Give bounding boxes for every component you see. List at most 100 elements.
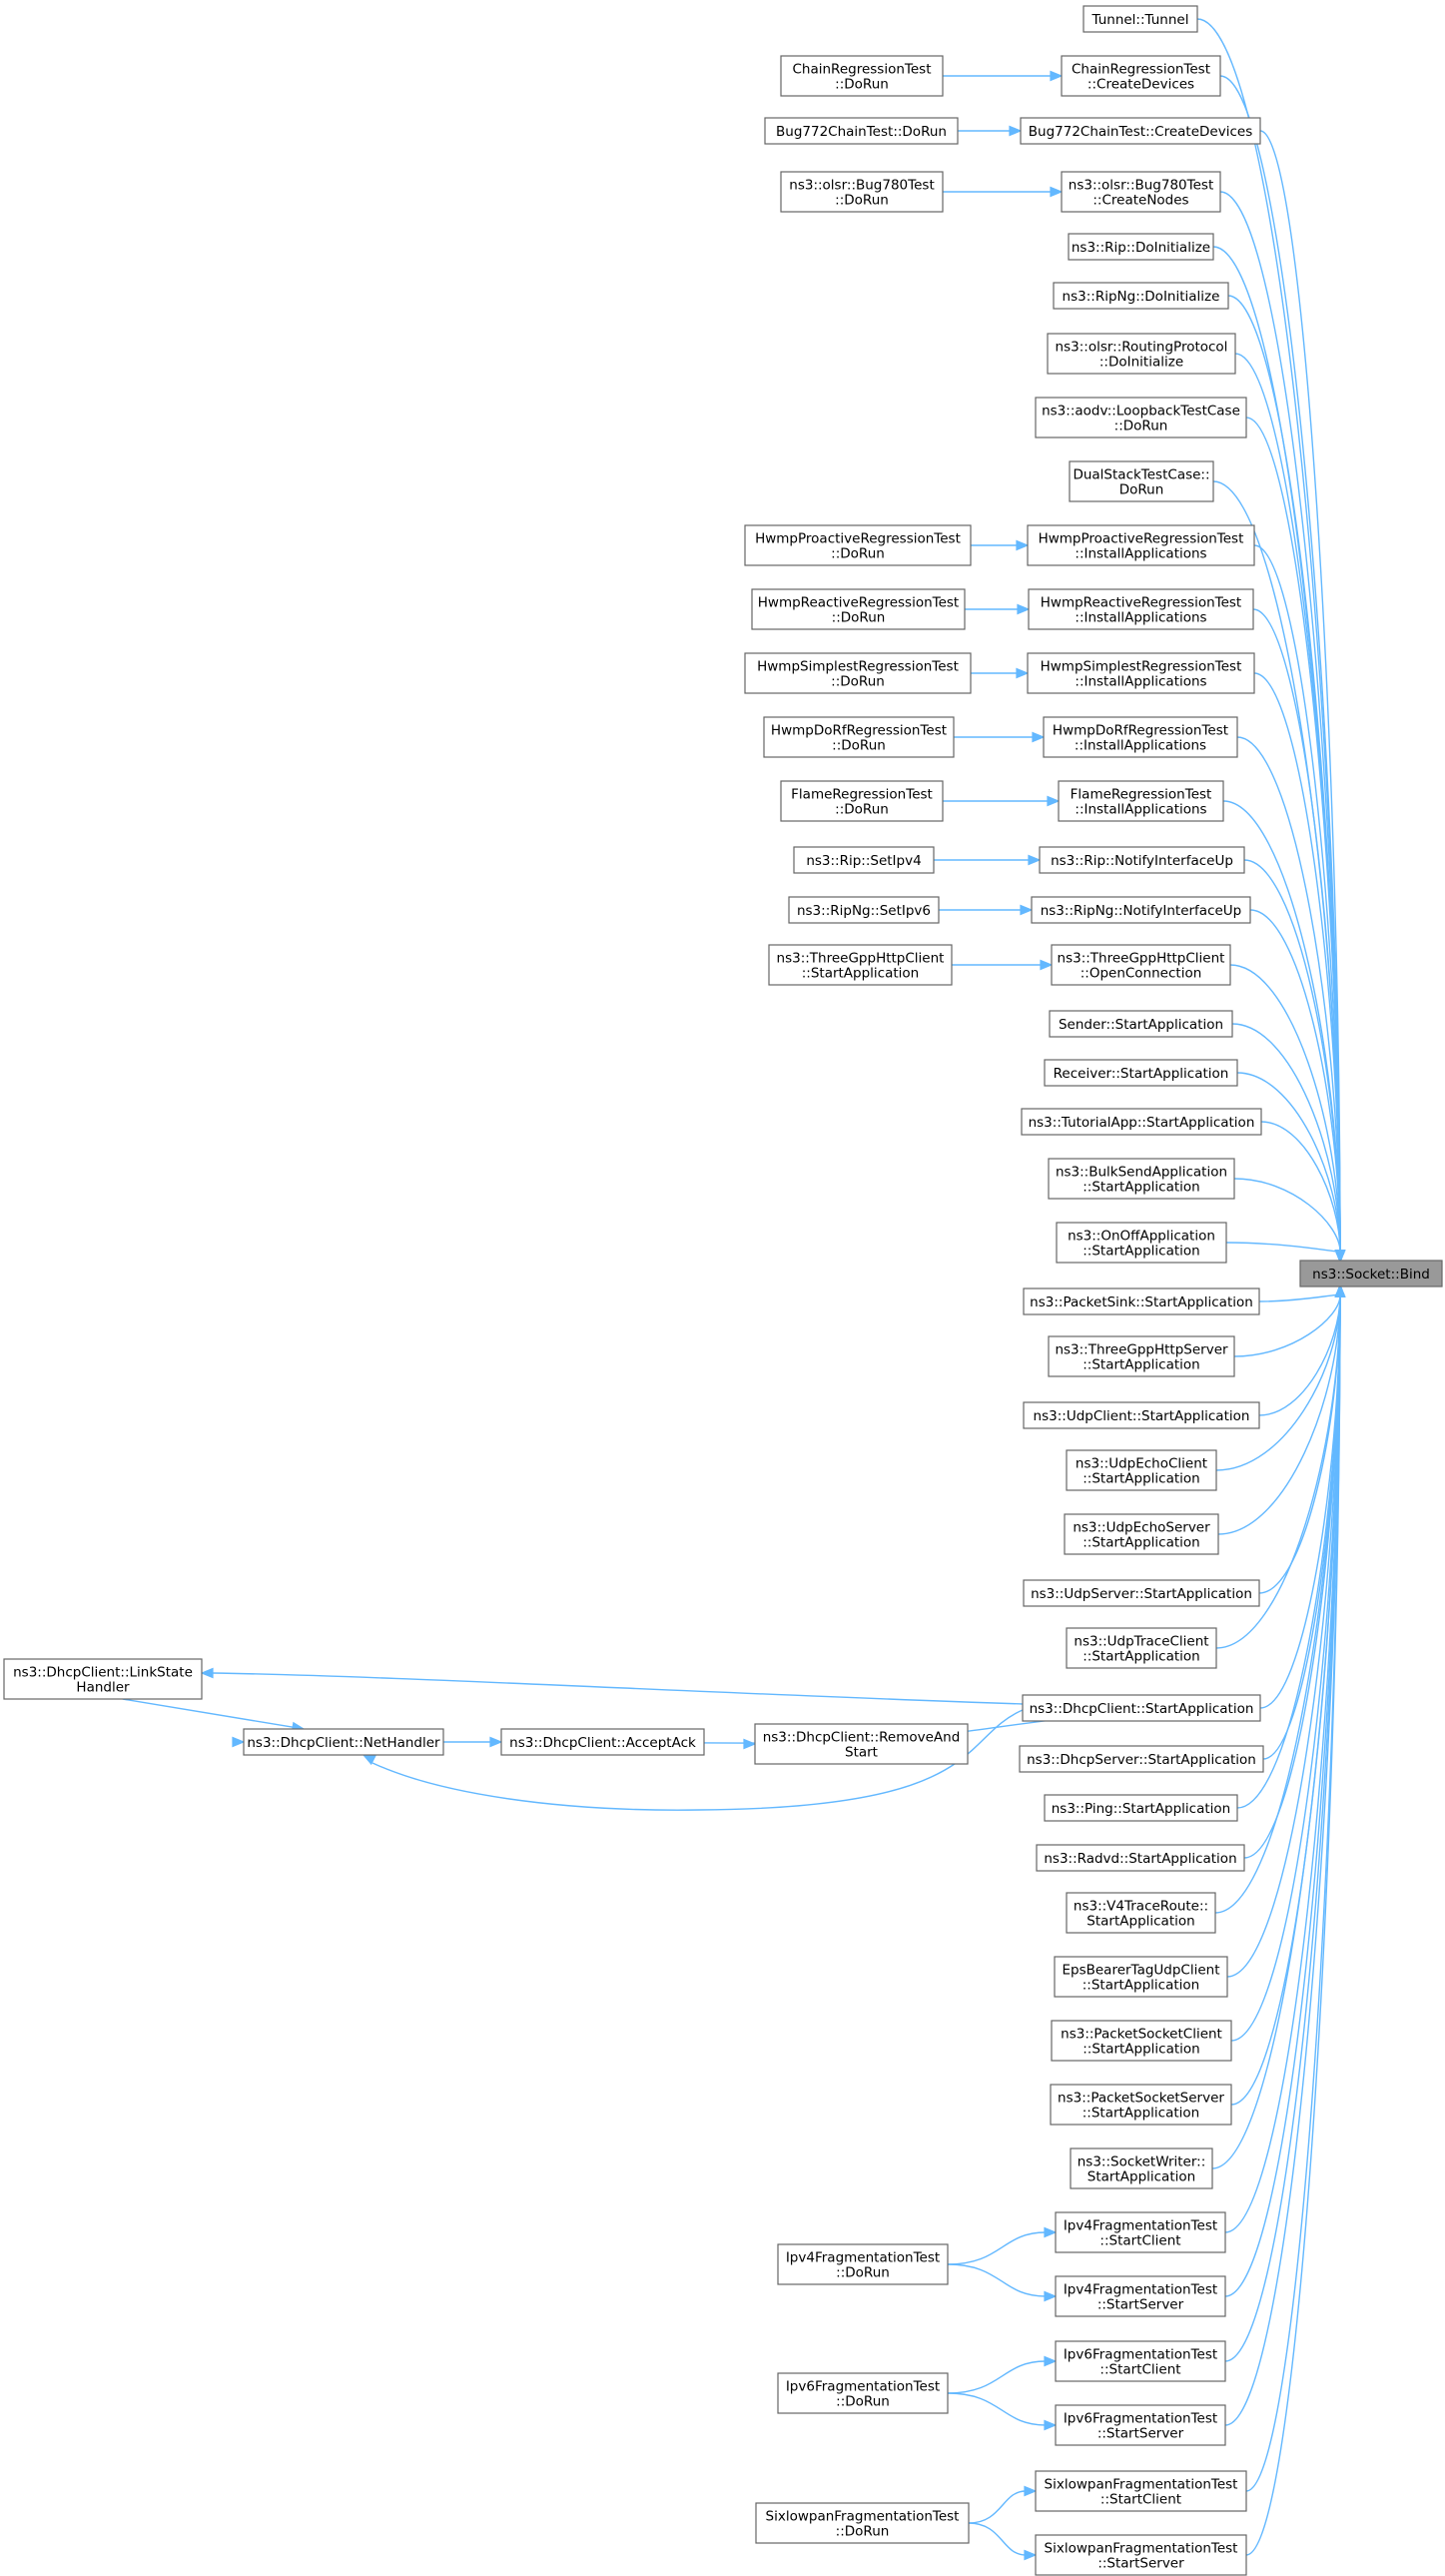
node-chain-cd[interactable]: ChainRegressionTest::CreateDevices <box>1061 55 1221 97</box>
node-ripng-niu[interactable]: ns3::RipNg::NotifyInterfaceUp <box>1031 896 1251 924</box>
node-rip-init[interactable]: ns3::Rip::DoInitialize <box>1068 233 1214 261</box>
node-box <box>1048 1335 1235 1377</box>
node-label: ns3::RipNg::DoInitialize <box>1063 289 1220 305</box>
node-hwmp-sim-ia[interactable]: HwmpSimplestRegressionTest::InstallAppli… <box>1027 652 1255 694</box>
node-bind[interactable]: ns3::Socket::Bind <box>1299 1260 1443 1288</box>
node-label: Ipv6FragmentationTest <box>1064 2347 1217 2363</box>
edge-hwmp-rea-dr-to-hwmp-rea-ia <box>965 603 1031 615</box>
node-bug780-dr[interactable]: ns3::olsr::Bug780Test::DoRun <box>780 171 944 213</box>
node-tgpp-sa[interactable]: ns3::ThreeGppHttpClient::StartApplicatio… <box>768 944 953 986</box>
node-bug772-dr[interactable]: Bug772ChainTest::DoRun <box>764 117 959 145</box>
node-udptrace-sa[interactable]: ns3::UdpTraceClient::StartApplication <box>1066 1627 1217 1669</box>
node-ipv6f-sc[interactable]: Ipv6FragmentationTest::StartClient <box>1055 2340 1226 2382</box>
edge-line <box>1224 1294 1341 2426</box>
node-box <box>1051 944 1231 986</box>
node-hwmp-rea-dr[interactable]: HwmpReactiveRegressionTest::DoRun <box>751 588 966 630</box>
node-sixf-ss[interactable]: SixlowpanFragmentationTest::StartServer <box>1035 2534 1247 2576</box>
node-tutorial-sa[interactable]: ns3::TutorialApp::StartApplication <box>1021 1108 1262 1136</box>
node-pss-sa[interactable]: ns3::PacketSocketServer::StartApplicatio… <box>1050 2084 1232 2126</box>
edge-ipv6f-dr-to-ipv6f-sc <box>947 2355 1058 2394</box>
node-olsr-init[interactable]: ns3::olsr::RoutingProtocol::DoInitialize <box>1047 333 1236 375</box>
node-sixf-dr[interactable]: SixlowpanFragmentationTest::DoRun <box>755 2502 970 2544</box>
node-hwmp-dorf-dr[interactable]: HwmpDoRfRegressionTest::DoRun <box>763 716 955 758</box>
node-udpserver-sa[interactable]: ns3::UdpServer::StartApplication <box>1023 1579 1260 1607</box>
node-flame-ia[interactable]: FlameRegressionTest::InstallApplications <box>1058 780 1224 822</box>
edge-sixf-dr-to-sixf-ss <box>968 2522 1038 2561</box>
edge-flame-dr-to-flame-ia <box>943 795 1061 807</box>
node-chain-dr[interactable]: ChainRegressionTest::DoRun <box>780 55 944 97</box>
edge-line <box>1214 1294 1341 1914</box>
node-psc-sa[interactable]: ns3::PacketSocketClient::StartApplicatio… <box>1051 2020 1232 2062</box>
node-sw-sa[interactable]: ns3::SocketWriter::StartApplication <box>1070 2147 1213 2189</box>
node-box <box>1299 1260 1443 1288</box>
node-ripng-init[interactable]: ns3::RipNg::DoInitialize <box>1053 282 1229 310</box>
node-label: HwmpReactiveRegressionTest <box>1041 595 1241 611</box>
node-hwmp-sim-dr[interactable]: HwmpSimplestRegressionTest::DoRun <box>744 652 972 694</box>
node-label: ::StartClient <box>1100 2492 1181 2508</box>
node-dhcpc-aa[interactable]: ns3::DhcpClient::AcceptAck <box>500 1728 705 1756</box>
node-sixf-sc[interactable]: SixlowpanFragmentationTest::StartClient <box>1035 2470 1247 2512</box>
edge-arrowhead <box>1017 603 1031 615</box>
node-v4tr-sa[interactable]: ns3::V4TraceRoute::StartApplication <box>1066 1892 1216 1934</box>
node-box <box>1055 2340 1226 2382</box>
node-ipv4f-dr[interactable]: Ipv4FragmentationTest::DoRun <box>777 2243 949 2285</box>
node-hwmp-rea-ia[interactable]: HwmpReactiveRegressionTest::InstallAppli… <box>1028 588 1254 630</box>
edge-chain-dr-to-chain-cd <box>943 70 1064 82</box>
node-dualstack[interactable]: DualStackTestCase::DoRun <box>1069 460 1214 502</box>
node-label: ns3::UdpTraceClient <box>1074 1634 1208 1650</box>
node-dhcpc-nh[interactable]: ns3::DhcpClient::NetHandler <box>243 1728 444 1756</box>
edge-hwmp-sim-dr-to-hwmp-sim-ia <box>970 667 1030 679</box>
node-box <box>1031 896 1251 924</box>
node-sender-sa[interactable]: Sender::StartApplication <box>1049 1010 1233 1038</box>
node-box <box>1023 1579 1260 1607</box>
node-box <box>1053 282 1229 310</box>
node-ipv6f-dr[interactable]: Ipv6FragmentationTest::DoRun <box>777 2372 949 2414</box>
edge-arrowhead <box>1024 2549 1038 2561</box>
edge-line <box>1259 130 1341 1253</box>
node-ipv6f-ss[interactable]: Ipv6FragmentationTest::StartServer <box>1055 2404 1226 2446</box>
edge-arrowhead <box>1028 854 1042 866</box>
edge-line <box>1258 1294 1341 1416</box>
node-label: ns3::UdpEchoServer <box>1073 1520 1210 1536</box>
edge-line <box>1225 1242 1341 1253</box>
node-dhcps-sa[interactable]: ns3::DhcpServer::StartApplication <box>1019 1745 1264 1773</box>
node-packetsink-sa[interactable]: ns3::PacketSink::StartApplication <box>1023 1288 1260 1315</box>
node-epsbearer-sa[interactable]: EpsBearerTagUdpClient::StartApplication <box>1054 1956 1228 1998</box>
node-bug772-cd[interactable]: Bug772ChainTest::CreateDevices <box>1020 117 1261 145</box>
edge-arrowhead <box>361 1754 376 1766</box>
node-hwmp-pro-ia[interactable]: HwmpProactiveRegressionTest::InstallAppl… <box>1027 524 1255 566</box>
edge-line <box>1233 1294 1341 1357</box>
edge-arrowhead <box>1050 186 1064 198</box>
node-dhcpc-sa[interactable]: ns3::DhcpClient::StartApplication <box>1022 1694 1261 1722</box>
node-aodv-lb[interactable]: ns3::aodv::LoopbackTestCase::DoRun <box>1035 397 1247 438</box>
node-udpechos-sa[interactable]: ns3::UdpEchoServer::StartApplication <box>1064 1513 1219 1555</box>
node-box <box>744 524 972 566</box>
node-ipv4f-ss[interactable]: Ipv4FragmentationTest::StartServer <box>1055 2275 1226 2317</box>
edge-packetsink-sa-to-bind <box>1258 1284 1346 1302</box>
node-radvd-sa[interactable]: ns3::Radvd::StartApplication <box>1036 1844 1245 1872</box>
node-onoff-sa[interactable]: ns3::OnOffApplication::StartApplication <box>1056 1222 1227 1264</box>
node-bulksend-sa[interactable]: ns3::BulkSendApplication::StartApplicati… <box>1048 1158 1235 1200</box>
node-ipv4f-sc[interactable]: Ipv4FragmentationTest::StartClient <box>1055 2211 1226 2253</box>
node-flame-dr[interactable]: FlameRegressionTest::DoRun <box>780 780 944 822</box>
node-label: ns3::Rip::DoInitialize <box>1072 240 1210 256</box>
node-label: ns3::PacketSocketClient <box>1061 2027 1222 2043</box>
edge-line <box>371 1709 1024 1811</box>
node-bug780-cn[interactable]: ns3::olsr::Bug780Test::CreateNodes <box>1061 171 1221 213</box>
node-tgpps-sa[interactable]: ns3::ThreeGppHttpServer::StartApplicatio… <box>1048 1335 1235 1377</box>
node-ripng-setipv6[interactable]: ns3::RipNg::SetIpv6 <box>788 896 940 924</box>
node-udpclient-sa[interactable]: ns3::UdpClient::StartApplication <box>1023 1401 1260 1429</box>
node-rip-setipv4[interactable]: ns3::Rip::SetIpv4 <box>793 846 935 874</box>
node-rip-niu[interactable]: ns3::Rip::NotifyInterfaceUp <box>1039 846 1245 874</box>
node-box <box>1047 333 1236 375</box>
node-udpechoc-sa[interactable]: ns3::UdpEchoClient::StartApplication <box>1066 1449 1217 1491</box>
node-tunnel[interactable]: Tunnel::Tunnel <box>1083 5 1198 33</box>
node-tgpp-oc[interactable]: ns3::ThreeGppHttpClient::OpenConnection <box>1051 944 1231 986</box>
edge-arrowhead <box>200 1667 214 1679</box>
node-hwmp-dorf-ia[interactable]: HwmpDoRfRegressionTest::InstallApplicati… <box>1043 716 1238 758</box>
node-ping-sa[interactable]: ns3::Ping::StartApplication <box>1044 1794 1238 1822</box>
node-hwmp-pro-dr[interactable]: HwmpProactiveRegressionTest::DoRun <box>744 524 972 566</box>
node-receiver-sa[interactable]: Receiver::StartApplication <box>1044 1059 1238 1087</box>
